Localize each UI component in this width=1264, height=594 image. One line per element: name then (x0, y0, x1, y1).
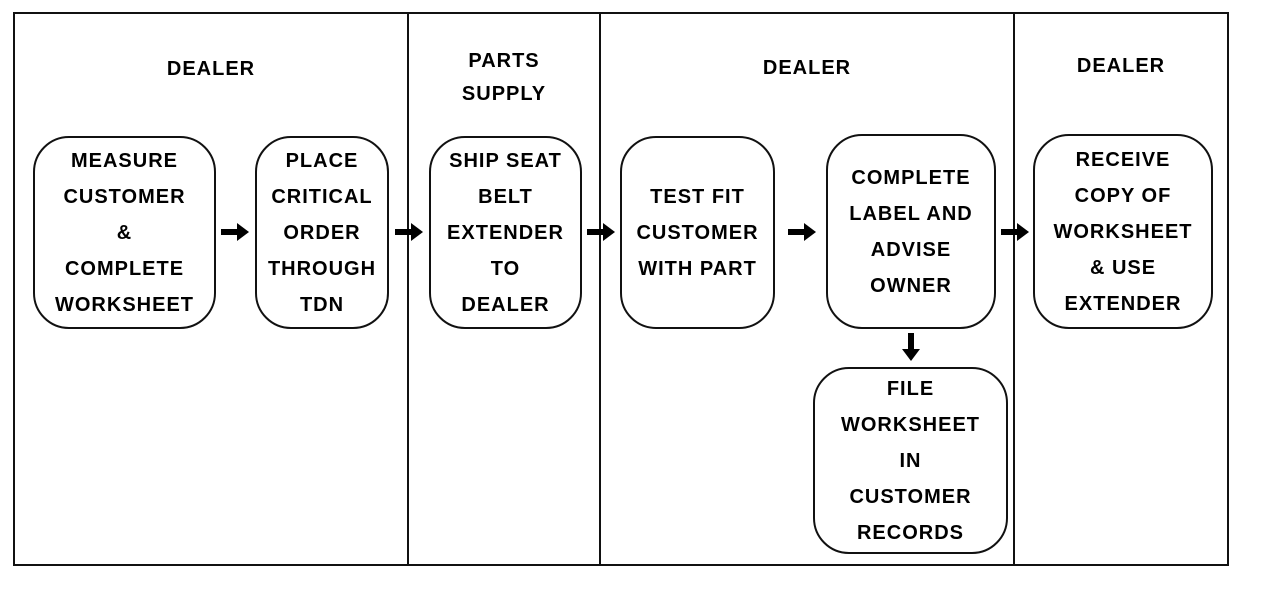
right-arrow-icon (221, 223, 249, 241)
lane-divider (407, 12, 409, 566)
step-text: RECEIVE COPY OF WORKSHEET & USE EXTENDER (1053, 148, 1193, 315)
lane-divider (1013, 12, 1015, 566)
step-text: PLACE CRITICAL ORDER THROUGH TDN (267, 149, 377, 316)
step-ship-seat-belt-extender: SHIP SEAT BELT EXTENDER TO DEALER (429, 136, 582, 329)
step-text: SHIP SEAT BELT EXTENDER TO DEALER (447, 149, 564, 316)
diagram-frame (13, 12, 1229, 566)
down-arrow-icon (902, 333, 920, 361)
right-arrow-icon (395, 223, 423, 241)
lane-label-dealer-2: DEALER (762, 57, 852, 79)
step-text: FILE WORKSHEET IN CUSTOMER RECORDS (841, 377, 980, 544)
step-file-worksheet: FILE WORKSHEET IN CUSTOMER RECORDS (813, 367, 1008, 554)
step-test-fit-customer: TEST FIT CUSTOMER WITH PART (620, 136, 775, 329)
lane-label-dealer-3: DEALER (1076, 55, 1166, 77)
lane-label-parts-supply: PARTS SUPPLY (461, 50, 547, 105)
step-text: MEASURE CUSTOMER & COMPLETE WORKSHEET (55, 149, 194, 316)
step-receive-copy: RECEIVE COPY OF WORKSHEET & USE EXTENDER (1033, 134, 1213, 329)
step-complete-label: COMPLETE LABEL AND ADVISE OWNER (826, 134, 996, 329)
lane-label-dealer-1: DEALER (166, 58, 256, 80)
step-text: COMPLETE LABEL AND ADVISE OWNER (849, 166, 973, 297)
right-arrow-icon (1001, 223, 1029, 241)
step-place-critical-order: PLACE CRITICAL ORDER THROUGH TDN (255, 136, 389, 329)
right-arrow-icon (587, 223, 615, 241)
step-measure-customer: MEASURE CUSTOMER & COMPLETE WORKSHEET (33, 136, 216, 329)
step-text: TEST FIT CUSTOMER WITH PART (636, 185, 759, 280)
right-arrow-icon (788, 223, 816, 241)
lane-divider (599, 12, 601, 566)
